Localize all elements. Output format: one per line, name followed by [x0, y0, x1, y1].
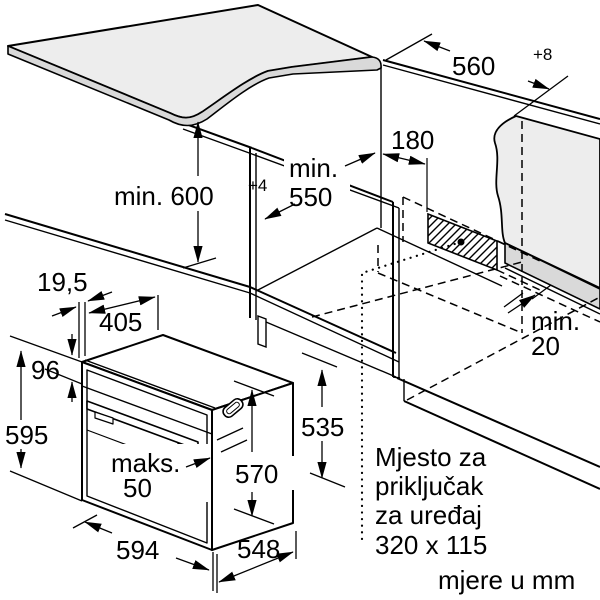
- wall-panel: [493, 115, 600, 289]
- dim-door-clearance: maks. 50: [108, 427, 248, 503]
- dim-oven-height-label: 595: [5, 420, 48, 450]
- dim-niche-width-tolerance: +8: [533, 45, 552, 64]
- dim-frame-overhang: 19,5: [37, 267, 113, 358]
- dim-panel-height: 96: [31, 334, 83, 402]
- niche-interior: [249, 67, 600, 490]
- oven-side-grip-slot: [222, 397, 244, 419]
- dim-niche-depth-label-2: 550: [289, 182, 332, 212]
- dim-rear-gap-label-2: 20: [531, 331, 560, 361]
- dim-rear-gap-label-1: min.: [531, 306, 580, 336]
- dim-niche-depth: min. 550: [264, 152, 376, 220]
- connection-note-line2: priključak: [375, 471, 484, 501]
- oven-front-frame: [86, 369, 208, 544]
- connection-note-line4: 320 x 115: [375, 530, 487, 560]
- dim-niche-height-tolerance: +4: [248, 176, 267, 195]
- dim-body-height: 570: [232, 380, 294, 525]
- dim-body-rear-height-label: 535: [301, 412, 344, 442]
- countertop-top-face: [7, 4, 373, 119]
- dim-rear-gap: min. 20: [503, 284, 580, 361]
- dim-frame-overhang-label: 19,5: [37, 267, 88, 297]
- dim-door-clearance-label-1: maks.: [111, 448, 180, 478]
- dim-niche-depth-label-1: min.: [289, 153, 338, 183]
- dim-niche-height-label: min. 600: [114, 181, 214, 211]
- dim-oven-height: 595: [5, 335, 83, 502]
- units-note: mjere u mm: [438, 565, 575, 595]
- dim-top-recess-label: 405: [99, 307, 142, 337]
- countertop: [7, 4, 382, 127]
- dim-body-rear-height: 535: [301, 352, 346, 488]
- dim-oven-depth: 548: [218, 531, 297, 583]
- dim-niche-height: min. 600 +4: [114, 121, 267, 269]
- dim-door-clearance-label-2: 50: [123, 473, 152, 503]
- dim-oven-depth-label: 548: [237, 534, 280, 564]
- connection-area-hatch: [427, 212, 498, 272]
- connection-note-line3: za uređaj: [375, 500, 482, 530]
- connection-note-line1: Mjesto za: [375, 442, 487, 472]
- dim-niche-width-label: 560: [452, 51, 495, 81]
- side-wall: [382, 59, 600, 315]
- dim-outlet-offset: 180: [382, 125, 434, 165]
- dim-top-recess: 405: [88, 295, 159, 337]
- notes: Mjesto za priključak za uređaj 320 x 115…: [375, 442, 575, 595]
- oven: [81, 334, 294, 551]
- dim-outlet-offset-label: 180: [391, 125, 434, 155]
- tall-cabinet: [4, 122, 397, 378]
- dimensions: min. 600 +4 min. 550 180 560 +8: [5, 33, 580, 593]
- dim-niche-width: 560 +8: [385, 33, 569, 117]
- dim-body-height-label: 570: [235, 459, 278, 489]
- oven-handle-mount-left: [94, 411, 114, 425]
- wall-shelf-edge: [504, 241, 600, 310]
- dim-panel-height-label: 96: [31, 355, 60, 385]
- dim-oven-width-label: 594: [116, 535, 159, 565]
- oven-control-panel-line: [81, 385, 213, 435]
- dim-oven-width: 594: [72, 514, 218, 593]
